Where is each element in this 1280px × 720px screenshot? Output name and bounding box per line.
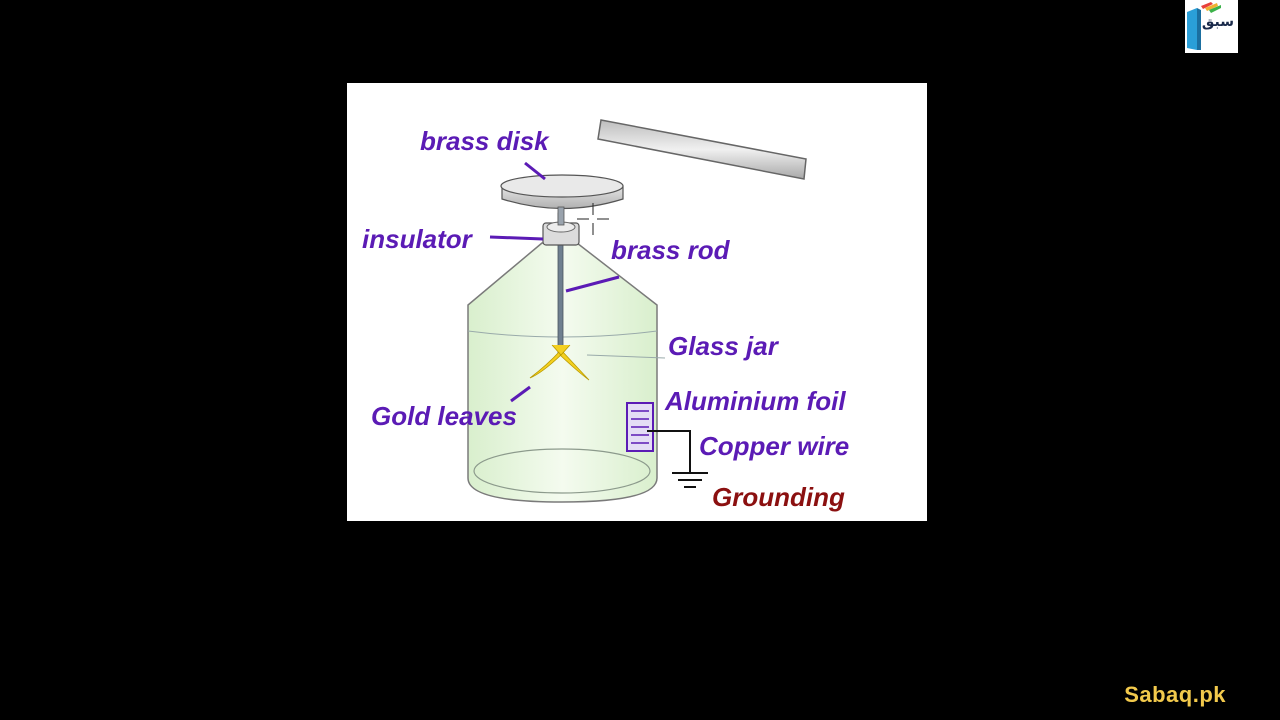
electroscope-diagram [467, 119, 807, 503]
logo-text: سبق [1201, 14, 1234, 30]
charging-rod [597, 119, 807, 180]
glass-jar-pointer [586, 354, 666, 359]
ground-symbol [672, 472, 708, 488]
label-aluminium-foil: Aluminium foil [665, 386, 846, 416]
insulator [542, 221, 580, 246]
sabaq-logo: سبق [1185, 0, 1238, 53]
book-icon [1187, 2, 1221, 50]
label-copper-wire: Copper wire [699, 431, 850, 461]
label-gold-leaves: Gold leaves [371, 401, 517, 431]
label-grounding: Grounding [712, 482, 845, 512]
label-insulator: insulator [362, 224, 472, 254]
label-brass-rod: brass rod [611, 235, 730, 265]
copper-wire [647, 430, 691, 473]
aluminium-foil [626, 402, 654, 452]
brand-watermark: Sabaq.pk [1124, 682, 1226, 707]
label-glass-jar: Glass jar [668, 331, 778, 361]
leader-lines [489, 161, 620, 403]
label-brass-disk: brass disk [420, 126, 549, 156]
crosshair-cursor-icon [577, 203, 609, 235]
gold-leaves [529, 344, 590, 381]
brass-disk [500, 174, 624, 226]
diagram-panel: brass disk insulator brass rod Glass jar… [347, 83, 927, 521]
